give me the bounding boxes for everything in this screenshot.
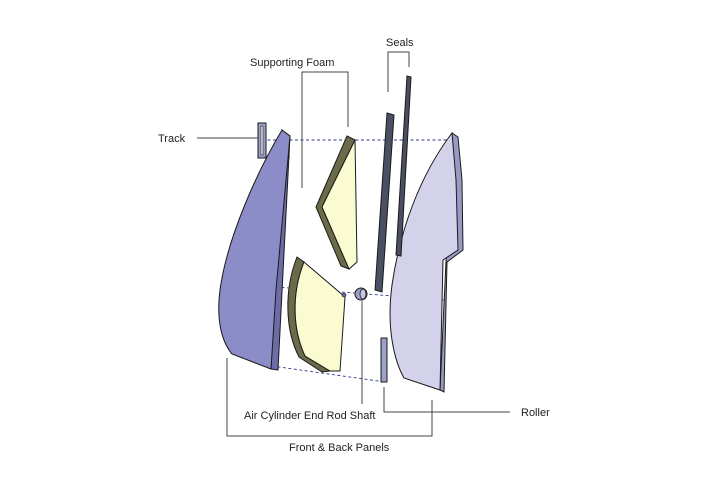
roller-leader xyxy=(383,387,510,413)
back-panel-face xyxy=(389,131,459,391)
upper-foam xyxy=(315,135,358,270)
label-track: Track xyxy=(158,133,186,145)
label-supporting-foam: Supporting Foam xyxy=(250,57,334,69)
seals-bracket xyxy=(387,51,410,92)
back-panel xyxy=(389,131,464,393)
foam-bracket xyxy=(301,71,349,188)
seals xyxy=(374,75,412,293)
upper-foam-face xyxy=(321,139,358,270)
label-air-cylinder: Air Cylinder End Rod Shaft xyxy=(244,410,375,422)
front-panel xyxy=(218,129,291,371)
track xyxy=(257,122,267,159)
label-roller: Roller xyxy=(521,407,550,419)
labels: Seals Supporting Foam Track Air Cylinder… xyxy=(158,37,550,454)
air-cylinder-end-rod-shaft xyxy=(341,287,368,301)
seal-short xyxy=(374,112,395,293)
shaft-pin xyxy=(341,292,347,298)
lower-foam xyxy=(287,256,346,373)
track-slot xyxy=(260,125,264,156)
lower-foam-face xyxy=(294,261,346,372)
shaft-end-face xyxy=(359,288,367,300)
guide-bottom xyxy=(271,365,386,383)
label-panels: Front & Back Panels xyxy=(289,442,390,454)
front-panel-face xyxy=(218,129,291,370)
roller-body xyxy=(380,337,388,383)
back-panel-edge xyxy=(439,132,464,393)
seal-long xyxy=(395,75,412,257)
panels-bracket xyxy=(226,358,433,437)
leader-lines xyxy=(197,51,510,437)
label-seals: Seals xyxy=(386,37,414,49)
roller xyxy=(380,337,388,383)
